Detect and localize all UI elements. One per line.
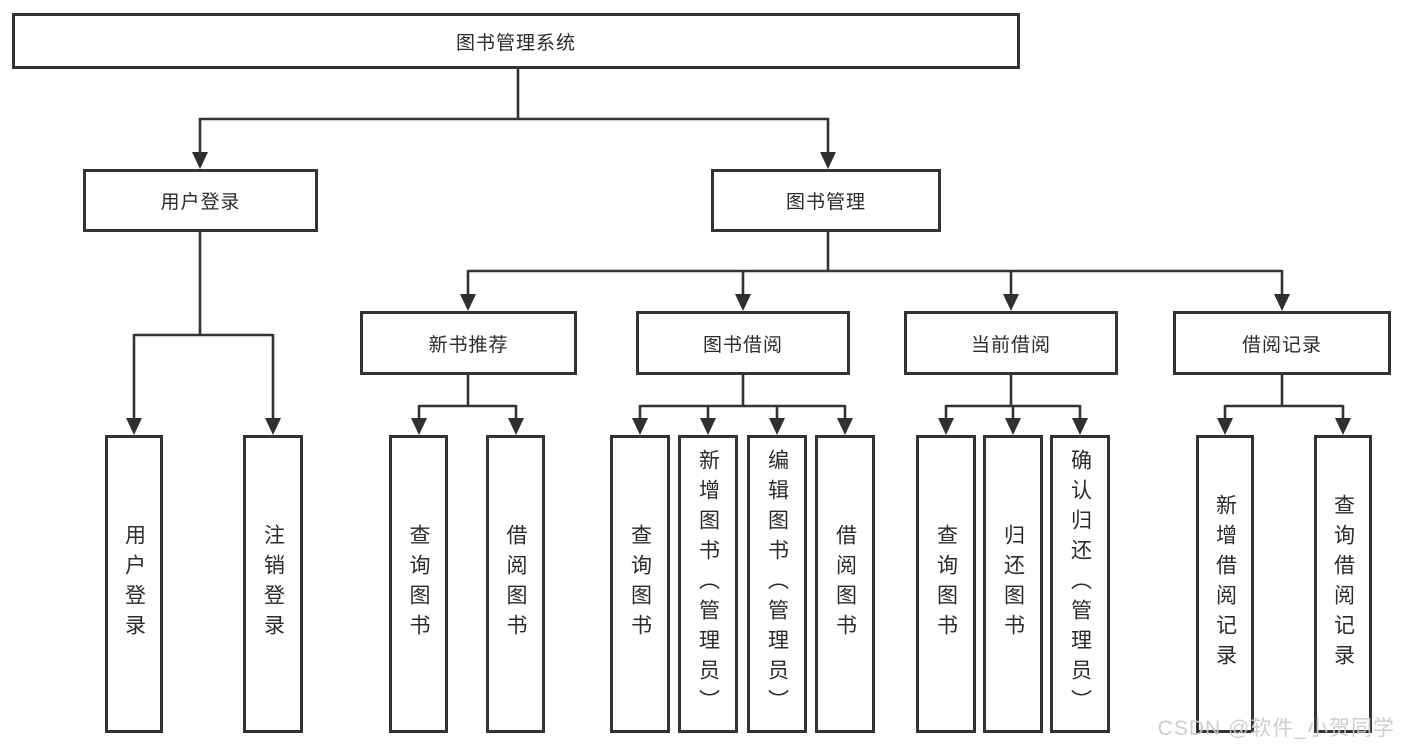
node-book-management: 图书管理 bbox=[711, 169, 941, 232]
node-borrowing-records: 借阅记录 bbox=[1173, 311, 1391, 375]
leaf-add-borrow-record: 新增借阅记录 bbox=[1196, 435, 1254, 733]
leaf-query-borrow-record: 查询借阅记录 bbox=[1314, 435, 1372, 733]
leaf-edit-book-admin: 编辑图书（管理员） bbox=[747, 435, 807, 733]
leaf-query-books-borrowing: 查询图书 bbox=[610, 435, 670, 733]
node-user-login: 用户登录 bbox=[83, 169, 318, 232]
leaf-logout: 注销登录 bbox=[243, 435, 303, 733]
leaf-query-books-recommend: 查询图书 bbox=[389, 435, 448, 733]
leaf-borrow-books-recommend: 借阅图书 bbox=[486, 435, 545, 733]
node-library-management-system: 图书管理系统 bbox=[12, 13, 1020, 69]
leaf-return-books: 归还图书 bbox=[983, 435, 1043, 733]
leaf-user-login: 用户登录 bbox=[105, 435, 163, 733]
leaf-borrow-books: 借阅图书 bbox=[815, 435, 875, 733]
node-book-borrowing: 图书借阅 bbox=[636, 311, 850, 375]
node-new-book-recommendation: 新书推荐 bbox=[360, 311, 577, 375]
csdn-watermark: CSDN @软件_小贺同学 bbox=[1157, 717, 1395, 740]
leaf-add-book-admin: 新增图书（管理员） bbox=[678, 435, 738, 733]
node-current-borrowing: 当前借阅 bbox=[904, 311, 1118, 375]
leaf-query-books-current: 查询图书 bbox=[916, 435, 976, 733]
leaf-confirm-return-admin: 确认归还（管理员） bbox=[1050, 435, 1110, 733]
